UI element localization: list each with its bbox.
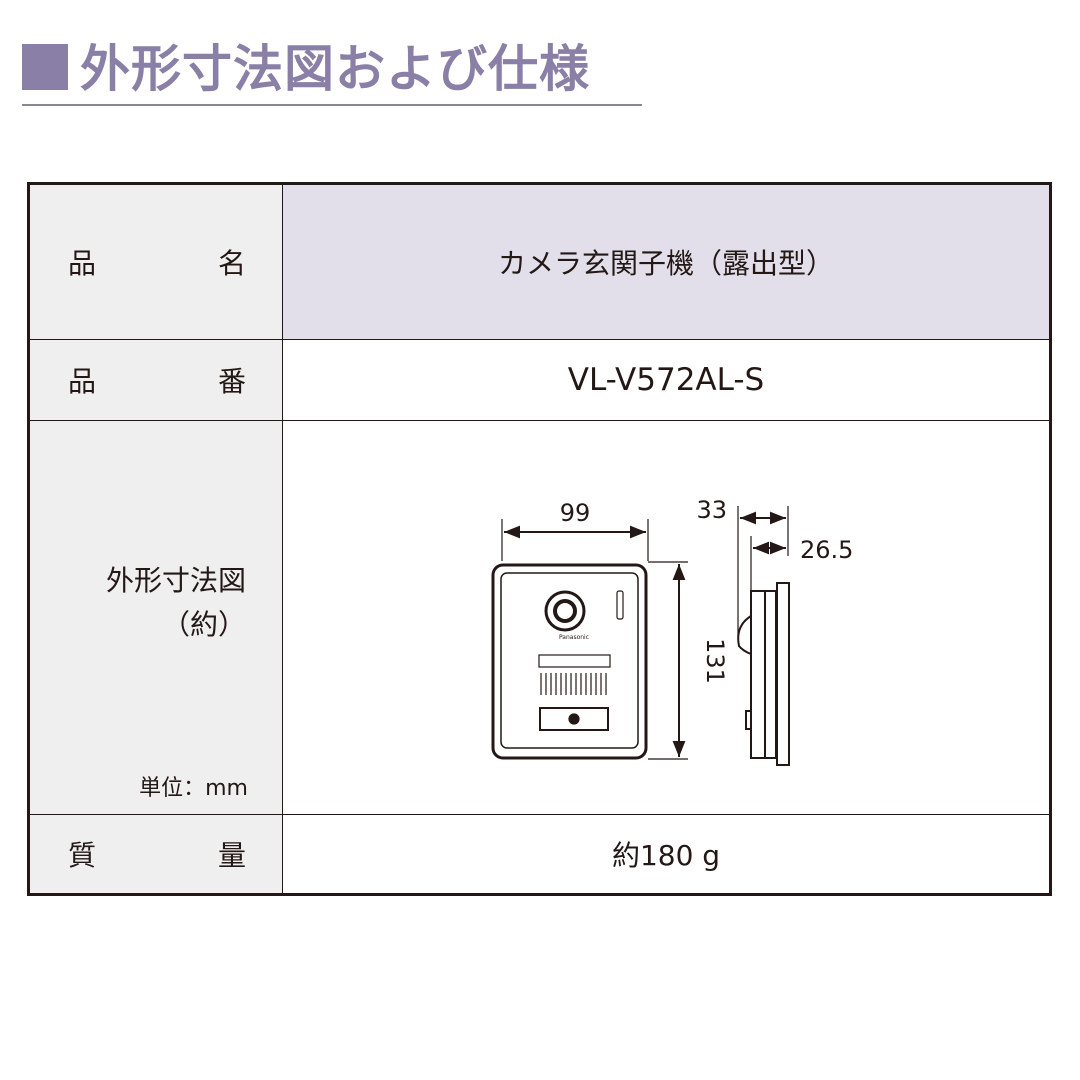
label-dimensions: 外形寸法図 （約） 単位：mm (28, 420, 283, 815)
label-model: 品番 (28, 339, 283, 421)
front-view-outline (491, 563, 648, 760)
unit-label: 単位：mm (139, 776, 248, 801)
label-weight: 質量 (28, 814, 283, 895)
width-label: 99 (560, 499, 591, 527)
label-char: 品 (68, 247, 97, 280)
label-line1: 外形寸法図 (105, 563, 246, 597)
call-button (539, 707, 609, 731)
side-view-outline (737, 582, 790, 766)
spec-table: 品名 カメラ玄関子機（露出型） 品番 VL-V572AL-S 外形寸法図（約） … (27, 182, 1052, 896)
title-square-icon (22, 44, 68, 90)
value-product-name: カメラ玄関子機（露出型） (282, 183, 1051, 340)
depth-total-label: 33 (696, 496, 727, 524)
value-model: VL-V572AL-S (282, 339, 1051, 421)
dimension-drawing: 99 131 33 26.5 Panasonic (491, 496, 853, 766)
camera-lens-icon (544, 590, 586, 632)
row-weight: 質量 約180 g (28, 814, 1051, 895)
label-char: 番 (217, 365, 246, 398)
page-title: 外形寸法図および仕様 (22, 30, 590, 100)
row-dimensions: 外形寸法図（約） 単位：mm 99 131 33 26.5 Pan (28, 420, 1051, 815)
dimension-drawing-cell: 99 131 33 26.5 Panasonic (282, 420, 1051, 815)
depth-body-label: 26.5 (800, 536, 853, 564)
title-text: 外形寸法図および仕様 (80, 40, 590, 98)
row-product-name: 品名 カメラ玄関子機（露出型） (28, 183, 1051, 340)
label-product-name: 品名 (28, 183, 283, 340)
label-char: 量 (217, 839, 246, 872)
row-model: 品番 VL-V572AL-S (28, 339, 1051, 421)
title-underline (22, 104, 642, 106)
label-char: 品 (68, 365, 97, 398)
label-char: 名 (217, 247, 246, 280)
device-brand-text: Panasonic (559, 634, 589, 641)
label-line2: （約） (161, 607, 246, 641)
speaker-grille (540, 673, 607, 695)
height-label: 131 (701, 638, 729, 684)
value-weight: 約180 g (282, 814, 1051, 895)
label-char: 質 (68, 839, 97, 872)
